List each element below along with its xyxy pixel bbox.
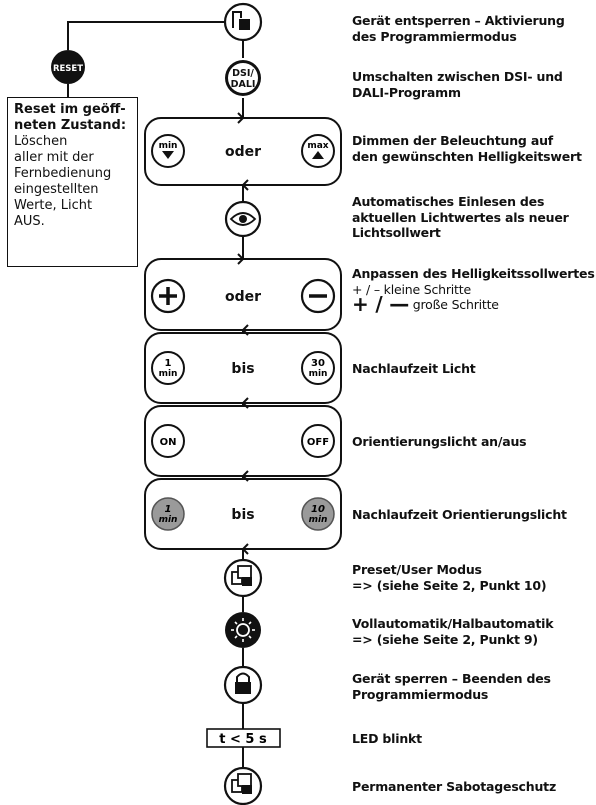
label-line: Nachlaufzeit Orientierungslicht	[352, 507, 567, 522]
orient-10-unit: min	[309, 515, 328, 525]
dali-text: DALI	[231, 79, 256, 90]
bis-connector-2: bis	[231, 507, 254, 523]
reset-body-line: AUS.	[14, 214, 45, 229]
label-line: => (siehe Seite 2, Punkt 10)	[352, 577, 547, 593]
light-1-num: 1	[165, 358, 172, 369]
label-line: aktuellen Lichtwertes als neuer	[352, 209, 569, 225]
label-orient-onoff: Orientierungslicht an/aus	[352, 434, 596, 450]
light-1-unit: min	[159, 369, 178, 379]
reset-body-line: eingestellten	[14, 182, 99, 197]
orient-1min-button: 1 min	[151, 497, 185, 531]
preset-icon	[223, 558, 263, 598]
label-line: Automatisches Einlesen des	[352, 194, 545, 209]
label-sabotage: Permanenter Sabotageschutz	[352, 779, 596, 795]
label-line: DALI-Programm	[352, 84, 461, 100]
unlock-icon	[223, 2, 263, 42]
sun-icon	[225, 612, 261, 648]
label-light-runtime: Nachlaufzeit Licht	[352, 361, 596, 377]
eye-icon	[224, 200, 262, 238]
max-button: max	[301, 134, 335, 168]
big-symbols: + / —	[352, 292, 409, 316]
label-line: Dimmen der Beleuchtung auf	[352, 133, 554, 148]
orient-10min-button: 10 min	[301, 497, 335, 531]
off-text: OFF	[307, 437, 329, 448]
label-line: den gewünschten Helligkeitswert	[352, 148, 582, 164]
label-line: Orientierungslicht an/aus	[352, 434, 527, 449]
reset-title-line: Reset im geöff-	[14, 102, 126, 117]
reset-body-line: Fernbedienung	[14, 166, 112, 181]
label-line: Anpassen des Helligkeitssollwertes	[352, 266, 595, 281]
label-line: Lichtsollwert	[352, 225, 441, 240]
on-text: ON	[160, 437, 177, 448]
orient-10-num: 10	[311, 504, 325, 515]
label-orient-runtime: Nachlaufzeit Orientierungslicht	[352, 507, 596, 523]
minus-button	[300, 278, 336, 314]
reset-body-line: aller mit der	[14, 150, 94, 165]
label-dimming: Dimmen der Beleuchtung auf den gewünscht…	[352, 133, 596, 164]
label-dsi-dali: Umschalten zwischen DSI- und DALI-Progra…	[352, 69, 596, 100]
label-line: große Schritte	[412, 297, 499, 312]
orient-1-num: 1	[165, 504, 172, 515]
label-preset: Preset/User Modus => (siehe Seite 2, Pun…	[352, 562, 596, 593]
on-button: ON	[151, 424, 185, 458]
label-line: Vollautomatik/Halbautomatik	[352, 616, 554, 631]
light-30min-button: 30 min	[301, 351, 335, 385]
dsi-text: DSI/	[232, 68, 254, 79]
label-line: + / – kleine Schritte	[352, 281, 471, 297]
orient-1-unit: min	[159, 515, 178, 525]
label-auto-mode: Vollautomatik/Halbautomatik => (siehe Se…	[352, 616, 596, 647]
reset-body-line: Löschen	[14, 134, 68, 149]
label-line: Nachlaufzeit Licht	[352, 361, 476, 376]
lock-icon	[223, 665, 263, 705]
light-30-unit: min	[309, 369, 328, 379]
timer-box: t < 5 s	[206, 728, 281, 748]
label-line: Gerät sperren – Beenden des	[352, 671, 551, 686]
label-lock: Gerät sperren – Beenden des Programmierm…	[352, 671, 596, 702]
off-button: OFF	[301, 424, 335, 458]
reset-title-line: neten Zustand:	[14, 118, 127, 133]
min-button: min	[151, 134, 185, 168]
plus-button	[150, 278, 186, 314]
label-unlock: Gerät entsperren – Aktivierung des Progr…	[352, 13, 596, 44]
label-line: Umschalten zwischen DSI- und	[352, 69, 563, 84]
label-led: LED blinkt	[352, 731, 596, 747]
reset-badge-text: RESET	[53, 64, 83, 74]
max-text: max	[307, 141, 328, 151]
oder-connector: oder	[225, 144, 261, 160]
label-line: Preset/User Modus	[352, 562, 482, 577]
label-line: des Programmiermodus	[352, 28, 517, 44]
bis-connector: bis	[231, 361, 254, 377]
reset-button: RESET	[51, 50, 85, 84]
light-30-num: 30	[311, 358, 325, 369]
light-1min-button: 1 min	[151, 351, 185, 385]
min-text: min	[159, 141, 178, 151]
label-line: Gerät entsperren – Aktivierung	[352, 13, 565, 28]
timer-text: t < 5 s	[219, 732, 267, 747]
reset-note: Reset im geöff- neten Zustand: Löschen a…	[7, 97, 138, 267]
label-auto-read: Automatisches Einlesen des aktuellen Lic…	[352, 194, 596, 241]
label-line: Programmiermodus	[352, 686, 489, 702]
label-adjust: Anpassen des Helligkeitssollwertes + / –…	[352, 266, 596, 316]
label-line: LED blinkt	[352, 731, 422, 746]
label-line: => (siehe Seite 2, Punkt 9)	[352, 631, 538, 647]
oder-connector-2: oder	[225, 289, 261, 305]
reset-body-line: Werte, Licht	[14, 198, 93, 213]
dsi-dali-button: DSI/ DALI	[225, 60, 261, 96]
label-line: Permanenter Sabotageschutz	[352, 779, 557, 794]
sabotage-icon	[223, 766, 263, 805]
